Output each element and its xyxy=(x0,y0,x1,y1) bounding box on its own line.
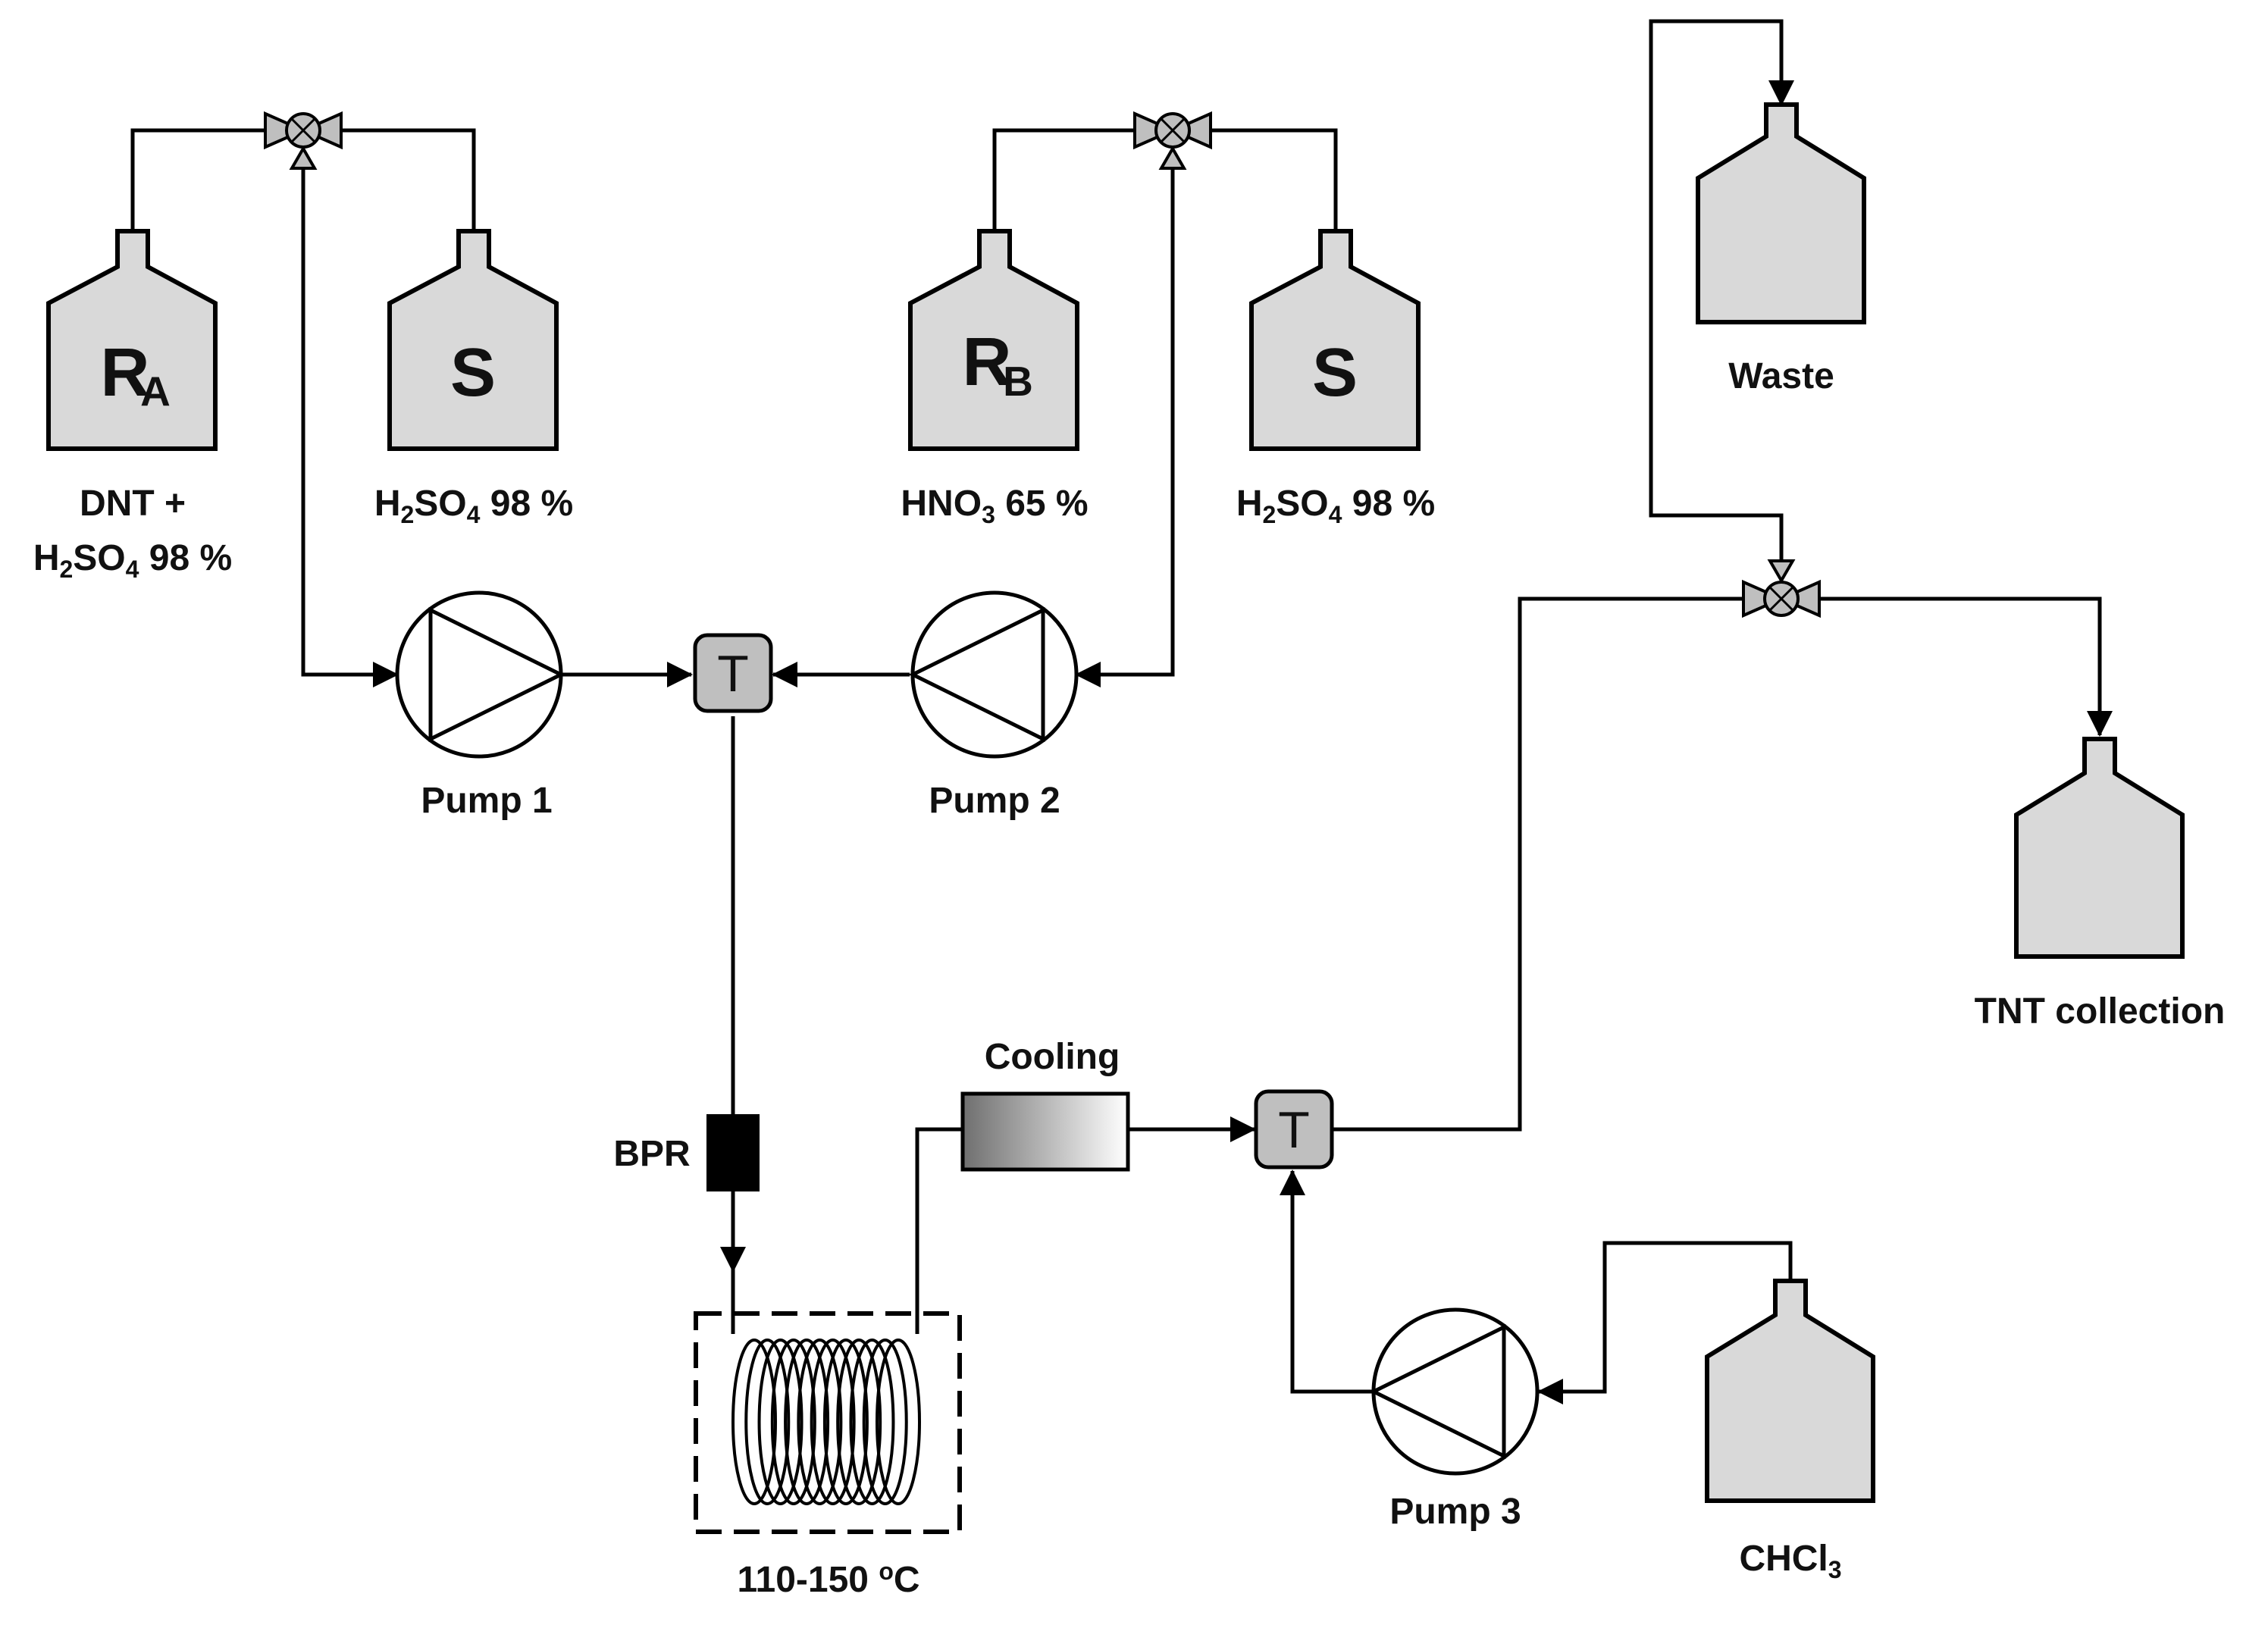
valve-3-icon[interactable] xyxy=(1742,559,1821,618)
valve-1-icon[interactable] xyxy=(264,111,343,170)
vessel-chcl3-caption: CHCl3 xyxy=(1739,1539,1841,1583)
pump-2[interactable] xyxy=(908,590,1079,759)
pipe-s2-to-valve2 xyxy=(1211,128,1338,231)
coil-loop xyxy=(757,1339,804,1505)
vessel-waste xyxy=(1696,102,1866,324)
tee-1: T xyxy=(693,633,773,713)
vessel-waste-caption: Waste xyxy=(1728,356,1834,396)
vessel-ra: R A xyxy=(46,229,218,451)
pipe-pump3-to-tee2 xyxy=(1280,1169,1372,1394)
pump-3[interactable] xyxy=(1369,1307,1540,1476)
pipe-tee2-to-valve3 xyxy=(1332,596,1743,1132)
coil-loop xyxy=(836,1339,882,1505)
vessel-rb-letter: R xyxy=(963,324,1012,400)
bpr-label: BPR xyxy=(613,1134,690,1174)
coil-loop xyxy=(770,1339,816,1505)
bpr[interactable] xyxy=(706,1114,760,1191)
cooling-unit xyxy=(960,1091,1130,1172)
pump-2-label: Pump 2 xyxy=(929,781,1060,821)
pipes xyxy=(130,19,2113,1404)
coil-loop xyxy=(876,1339,921,1505)
pipe-valve3-to-tnt xyxy=(1819,596,2113,737)
pipe-s1-to-valve1 xyxy=(341,128,476,231)
vessel-ra-subscript: A xyxy=(140,368,171,415)
vessel-ra-letter: R xyxy=(101,335,150,411)
tee-2-label: T xyxy=(1278,1101,1310,1159)
vessel-tnt xyxy=(2014,737,2185,959)
vessel-ra-caption-line1: DNT + xyxy=(80,484,186,524)
pipe-valve3-to-waste xyxy=(1649,19,1794,561)
pipe-valve1-to-pump1 xyxy=(301,168,399,687)
vessel-s2: S xyxy=(1249,229,1421,451)
vessel-ra-caption-line2: H2SO4 98 % xyxy=(33,538,232,583)
pipe-valve2-to-pump2 xyxy=(1075,168,1175,687)
coil-loop xyxy=(797,1339,843,1505)
vessel-s1: S xyxy=(387,229,559,451)
reactor-temperature-label: 110-150 oC xyxy=(737,1558,919,1600)
vessel-s1-caption: H2SO4 98 % xyxy=(374,484,573,528)
vessel-s2-caption: H2SO4 98 % xyxy=(1236,484,1435,528)
coil-loop xyxy=(862,1339,908,1505)
pump-1-label: Pump 1 xyxy=(421,781,552,821)
pipe-reactor-to-cooling xyxy=(915,1127,963,1334)
tee-2: T xyxy=(1254,1089,1334,1169)
pump-3-label: Pump 3 xyxy=(1389,1492,1521,1532)
coil-loop xyxy=(744,1339,791,1505)
vessel-tnt-caption: TNT collection xyxy=(1975,991,2226,1032)
valve-2-icon[interactable] xyxy=(1133,111,1212,170)
pipe-chcl3-to-pump3 xyxy=(1537,1241,1793,1404)
pipe-rb-to-valve2 xyxy=(992,128,1135,231)
pump-1[interactable] xyxy=(395,590,565,759)
pipe-ra-to-valve1 xyxy=(130,128,265,231)
tee-1-label: T xyxy=(717,645,749,703)
vessel-s2-letter: S xyxy=(1312,335,1358,411)
cooling-label: Cooling xyxy=(985,1037,1120,1077)
coil-loop xyxy=(810,1339,856,1505)
reactor-coil xyxy=(694,1311,962,1534)
coil-loops xyxy=(731,1339,921,1505)
vessel-s1-letter: S xyxy=(450,335,496,411)
coil-loop xyxy=(849,1339,895,1505)
vessel-rb-subscript: B xyxy=(1003,358,1033,405)
coil-loop xyxy=(784,1339,830,1505)
vessel-chcl3 xyxy=(1705,1279,1875,1503)
coil-loop xyxy=(731,1339,777,1505)
labels: DNT + H2SO4 98 % H2SO4 98 % HNO3 65 % H2… xyxy=(33,356,2226,1600)
coil-loop xyxy=(822,1339,869,1505)
vessel-rb-caption: HNO3 65 % xyxy=(901,484,1088,528)
vessel-rb: R B xyxy=(908,229,1079,451)
